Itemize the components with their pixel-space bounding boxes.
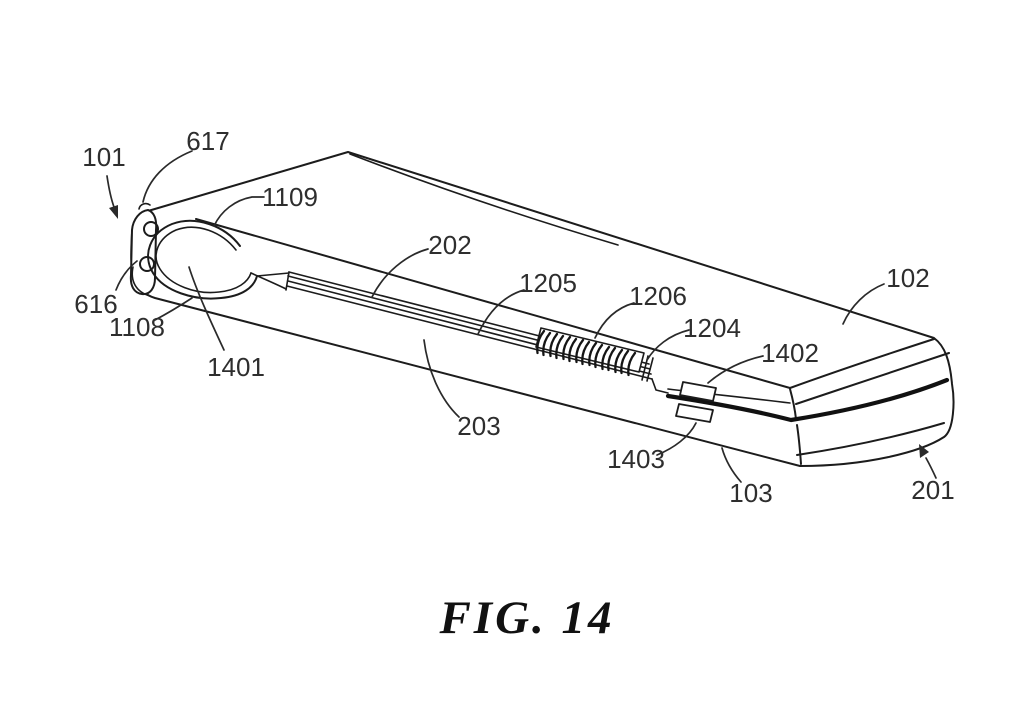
ref-label-1402: 1402 xyxy=(761,338,819,368)
strip-step-edge xyxy=(651,378,669,394)
ref-label-201: 201 xyxy=(911,475,954,505)
leader-616 xyxy=(115,260,138,291)
ref-label-202: 202 xyxy=(428,230,471,260)
back-ridge-chamfer xyxy=(349,153,619,246)
ref-label-1204: 1204 xyxy=(683,313,741,343)
ref-label-102: 102 xyxy=(886,263,929,293)
reference-labels: 101 617 1109 616 1108 1401 202 1205 1206… xyxy=(74,126,954,508)
hinge-top-tab xyxy=(138,202,151,210)
ref-label-616: 616 xyxy=(74,289,117,319)
leader-1205 xyxy=(477,289,525,335)
connector-block-lower xyxy=(675,403,714,423)
leader-203 xyxy=(423,339,460,418)
ref-label-1108: 1108 xyxy=(109,312,165,342)
hinge-assembly xyxy=(129,202,159,297)
seam-connectors xyxy=(675,381,717,423)
right-end-top-edge xyxy=(789,338,935,389)
leader-1109 xyxy=(213,196,265,227)
device-body xyxy=(130,151,955,467)
ref-label-1401: 1401 xyxy=(207,352,265,382)
ref-label-1205: 1205 xyxy=(519,268,577,298)
ref-label-617: 617 xyxy=(186,126,229,156)
leader-1402 xyxy=(707,355,764,384)
ref-label-103: 103 xyxy=(729,478,772,508)
arrow-201-head xyxy=(919,444,929,458)
right-end-band-upper xyxy=(795,352,950,405)
ref-label-1403: 1403 xyxy=(607,444,665,474)
coil-windings xyxy=(536,329,637,377)
leader-617 xyxy=(142,150,193,203)
leader-202 xyxy=(371,248,429,298)
device-silhouette xyxy=(130,151,955,467)
strip-layer-4 xyxy=(286,285,653,380)
front-corner-lower xyxy=(796,424,802,465)
front-corner-upper xyxy=(789,388,797,420)
leader-1401 xyxy=(188,266,225,351)
ref-label-1206: 1206 xyxy=(629,281,687,311)
leader-1403 xyxy=(656,422,697,456)
hinge-bottom-hook xyxy=(131,266,151,297)
top-face-front-edge xyxy=(195,218,791,389)
connector-block-upper xyxy=(679,381,717,402)
hinge-bracket xyxy=(129,209,158,296)
leader-1206 xyxy=(594,302,635,339)
right-end-band-lower xyxy=(796,422,945,456)
leader-102 xyxy=(842,283,885,325)
ref-label-101: 101 xyxy=(82,142,125,172)
half-seam-line xyxy=(665,377,950,423)
figure-caption: FIG. 14 xyxy=(438,592,614,644)
hinge-pin-lower xyxy=(139,256,155,272)
leader-1204 xyxy=(646,329,690,361)
loop-outer-wall xyxy=(147,219,258,300)
arrow-101-shaft xyxy=(106,175,115,208)
leader-103 xyxy=(721,447,742,483)
hinge-pin-upper xyxy=(143,221,159,237)
leader-lines xyxy=(106,150,937,483)
display-fold-loop xyxy=(147,219,290,300)
arrow-201-shaft xyxy=(925,457,937,479)
loop-tail-lower xyxy=(250,272,287,290)
ref-label-203: 203 xyxy=(457,411,500,441)
loop-inner-wall xyxy=(155,226,252,294)
arrow-101-head xyxy=(109,205,118,219)
ref-label-1109: 1109 xyxy=(262,182,318,212)
loop-tail-upper xyxy=(256,272,290,277)
leader-1108 xyxy=(154,297,193,321)
